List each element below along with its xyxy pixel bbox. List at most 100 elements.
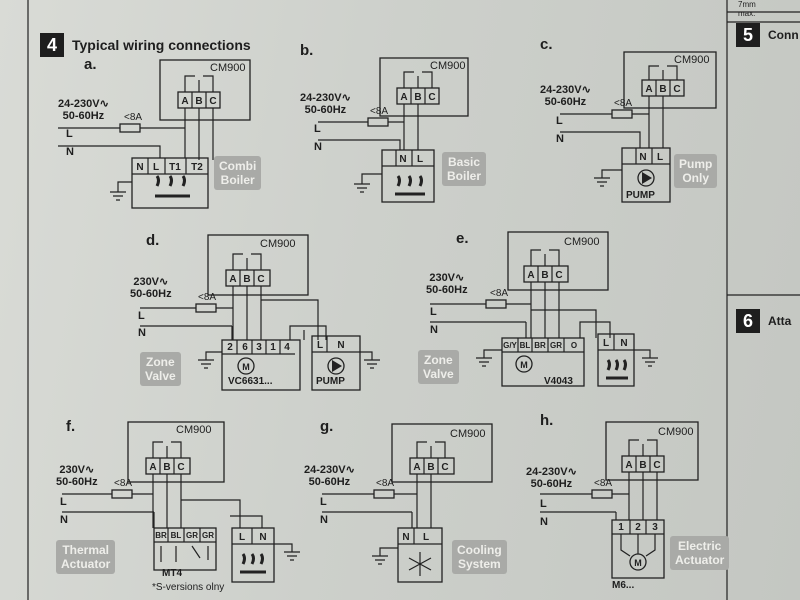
line-label: L (556, 115, 563, 127)
cooling-system-tag: Cooling System (452, 540, 507, 574)
svg-text:A: A (400, 92, 407, 103)
svg-text:2: 2 (635, 522, 641, 533)
neutral-label: N (556, 133, 564, 145)
cm900-box (159, 59, 251, 121)
svg-text:T1: T1 (169, 162, 181, 173)
svg-text:N: N (136, 162, 143, 173)
voltage-label: 24-230V∿ 50-60Hz (304, 464, 355, 488)
svg-text:N: N (620, 338, 627, 349)
svg-text:M: M (520, 360, 528, 370)
svg-text:L: L (153, 162, 159, 173)
cm900-name: CM900 (564, 236, 600, 248)
svg-text:A: A (149, 462, 156, 473)
cm900-name: CM900 (674, 54, 710, 66)
voltage-label: 24-230V∿ 50-60Hz (300, 92, 351, 116)
basic-boiler-tag: Basic Boiler (442, 152, 487, 186)
section-number: 5 (736, 23, 760, 47)
section-title-fragment: Atta (768, 314, 792, 328)
svg-text:B: B (243, 274, 250, 285)
svg-text:L: L (603, 338, 609, 349)
line-label: L (66, 128, 73, 140)
footnote: *S-versions olny (152, 582, 225, 593)
svg-text:C: C (653, 460, 660, 471)
diagram-e-label: e. (456, 230, 469, 247)
svg-text:B: B (163, 462, 170, 473)
zone-valve-tag: Zone Valve (418, 350, 459, 384)
diagram-a-label: a. (84, 56, 97, 73)
cm900-name: CM900 (658, 426, 694, 438)
neutral-label: N (138, 327, 146, 339)
diagram-f-label: f. (66, 418, 76, 435)
thermal-actuator-tag: Thermal Actuator (56, 540, 116, 574)
svg-text:N: N (639, 152, 646, 163)
line-label: L (320, 496, 327, 508)
svg-text:A: A (413, 462, 420, 473)
section-5-header: 5 Conn (736, 22, 799, 48)
diagram-d-label: d. (146, 232, 160, 249)
valve-name: VC6631... (228, 376, 273, 387)
cm900-name: CM900 (260, 238, 296, 250)
svg-text:B: B (659, 84, 666, 95)
voltage-label: 24-230V∿ 50-60Hz (58, 98, 109, 122)
svg-text:A: A (625, 460, 632, 471)
line-label: L (60, 496, 67, 508)
fuse-label: <8A (114, 478, 133, 489)
svg-text:N: N (399, 154, 406, 165)
section-title-fragment: Conn (768, 28, 799, 42)
svg-text:M: M (242, 362, 250, 372)
combi-boiler-tag: Combi Boiler (214, 156, 262, 190)
diagram-b-label: b. (300, 42, 314, 59)
svg-text:A: A (527, 270, 534, 281)
diagram-g-label: g. (320, 418, 334, 435)
svg-text:L: L (239, 532, 245, 543)
section-number: 6 (736, 309, 760, 333)
svg-text:B: B (195, 96, 202, 107)
diagram-h-label: h. (540, 412, 554, 429)
valve-name: V4043 (544, 376, 573, 387)
svg-text:C: C (257, 274, 264, 285)
svg-text:1: 1 (270, 342, 276, 353)
pump-name: PUMP (316, 376, 345, 387)
cm900-box (379, 57, 469, 117)
svg-text:C: C (441, 462, 448, 473)
line-label: L (314, 123, 321, 135)
voltage-label: 24-230V∿ 50-60Hz (540, 84, 591, 108)
neutral-label: N (540, 516, 548, 528)
svg-text:GR: GR (202, 531, 214, 540)
diagram-c-label: c. (540, 36, 553, 53)
cm900-name: CM900 (210, 62, 246, 74)
fuse-label: <8A (198, 292, 217, 303)
svg-text:C: C (555, 270, 562, 281)
svg-text:2: 2 (227, 342, 233, 353)
svg-text:A: A (229, 274, 236, 285)
svg-text:C: C (209, 96, 216, 107)
svg-text:L: L (417, 154, 423, 165)
svg-text:L: L (657, 152, 663, 163)
svg-text:G/Y: G/Y (503, 341, 517, 350)
section-4-header: 4 Typical wiring connections (40, 32, 251, 58)
voltage-label: 24-230V∿ 50-60Hz (526, 466, 577, 490)
voltage-label: 230V∿ 50-60Hz (426, 272, 468, 296)
neutral-label: N (320, 514, 328, 526)
electric-actuator-tag: Electric Actuator (670, 536, 730, 570)
svg-text:BL: BL (171, 531, 182, 540)
line-label: L (138, 310, 145, 322)
svg-text:A: A (645, 84, 652, 95)
svg-text:BL: BL (520, 341, 531, 350)
svg-text:C: C (428, 92, 435, 103)
boiler-box (131, 157, 209, 209)
actuator-name: MT4 (162, 568, 182, 579)
svg-text:GR: GR (550, 341, 562, 350)
svg-text:N: N (402, 532, 409, 543)
voltage-label: 230V∿ 50-60Hz (130, 276, 172, 300)
neutral-label: N (60, 514, 68, 526)
neutral-label: N (430, 324, 438, 336)
svg-text:B: B (414, 92, 421, 103)
top-right-fragment: 7mm max. (738, 0, 756, 18)
fuse-label: <8A (124, 112, 143, 123)
